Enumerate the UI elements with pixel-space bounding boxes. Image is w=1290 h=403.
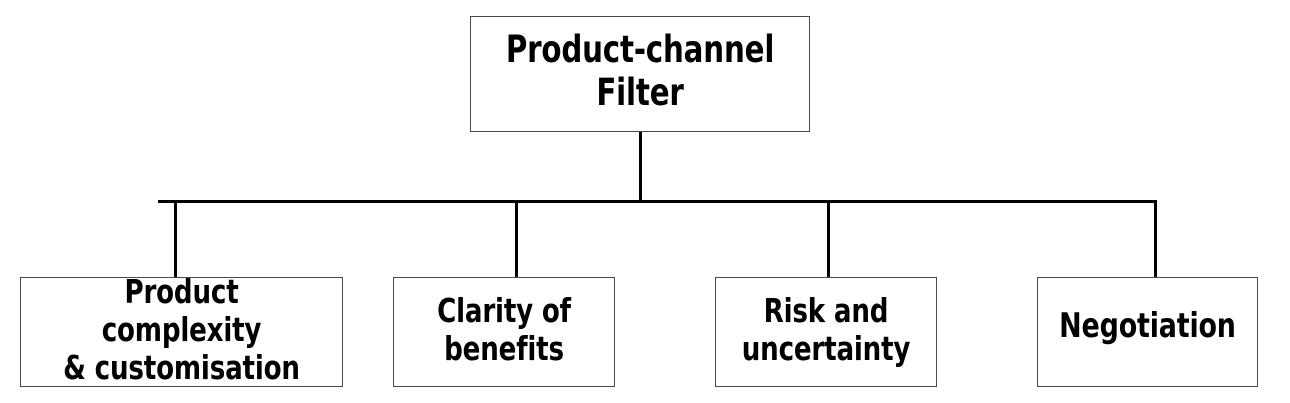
node-child-clarity-of-benefits: Clarity of benefits: [393, 277, 615, 387]
node-root-label: Product-channel Filter: [505, 28, 775, 114]
connector-drop-negotiation: [1154, 200, 1157, 277]
node-child-product-complexity-customisation: Product complexity & customisation: [20, 272, 343, 387]
connector-drop-clarity-of-benefits: [515, 200, 518, 277]
connector-root-stem: [639, 132, 642, 203]
node-child-label: Product complexity & customisation: [63, 271, 300, 388]
node-child-label: Clarity of benefits: [437, 290, 571, 368]
node-child-label: Negotiation: [1059, 306, 1236, 347]
node-root-product-channel-filter: Product-channel Filter: [470, 16, 810, 132]
connector-drop-product-complexity: [174, 200, 177, 277]
node-child-risk-and-uncertainty: Risk and uncertainty: [715, 277, 937, 387]
connector-drop-risk-and-uncertainty: [827, 200, 830, 277]
connector-horizontal-bus: [158, 200, 1157, 203]
node-child-label: Risk and uncertainty: [741, 290, 911, 368]
node-child-negotiation: Negotiation: [1037, 277, 1258, 387]
